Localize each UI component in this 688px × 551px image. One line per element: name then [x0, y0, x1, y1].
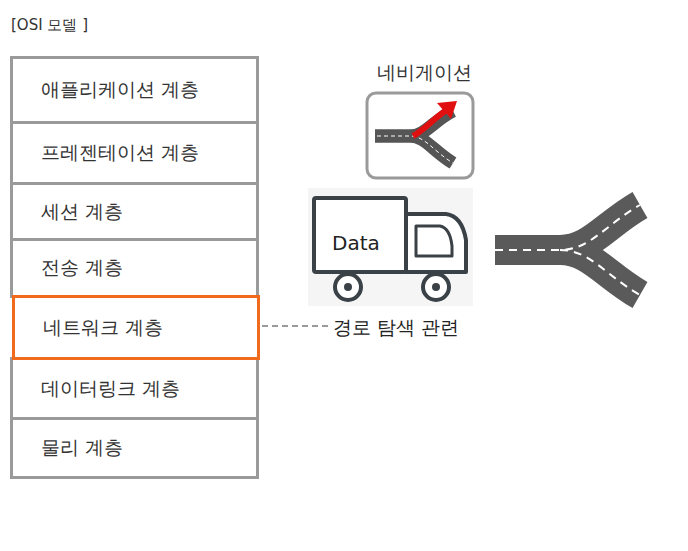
- road-fork: [495, 205, 640, 295]
- navigation-icon-box: 네비게이션: [363, 56, 485, 182]
- osi-layer-box: 세션 계층: [10, 182, 259, 241]
- layer-name: 애플리케이션 계층: [41, 77, 199, 103]
- osi-layer-box: 데이터링크 계층: [10, 357, 259, 420]
- diagram-title: [OSI 모델 ]: [11, 16, 88, 35]
- truck-label: Data: [332, 231, 380, 255]
- osi-layer-box: 물리 계층: [10, 417, 259, 479]
- layer-name: 전송 계층: [41, 255, 123, 281]
- truck-icon: [308, 188, 473, 306]
- layer-name: 프레젠테이션 계층: [41, 140, 199, 166]
- layer-name: 데이터링크 계층: [41, 376, 180, 402]
- osi-layer-box: 프레젠테이션 계층: [10, 121, 259, 185]
- osi-layer-box: 애플리케이션 계층: [10, 56, 259, 124]
- leader-line: [262, 325, 328, 327]
- layer-name: 물리 계층: [41, 435, 123, 461]
- osi-layer-box: 네트워크 계층: [12, 295, 260, 360]
- layer-name: 세션 계층: [41, 199, 123, 225]
- osi-layer-box: 전송 계층: [10, 238, 259, 298]
- layer-name: 네트워크 계층: [43, 315, 163, 341]
- navigation-icon: [365, 91, 477, 181]
- annotation-label: 경로 탐색 관련: [333, 315, 459, 341]
- icon-heading: 네비게이션: [363, 60, 485, 86]
